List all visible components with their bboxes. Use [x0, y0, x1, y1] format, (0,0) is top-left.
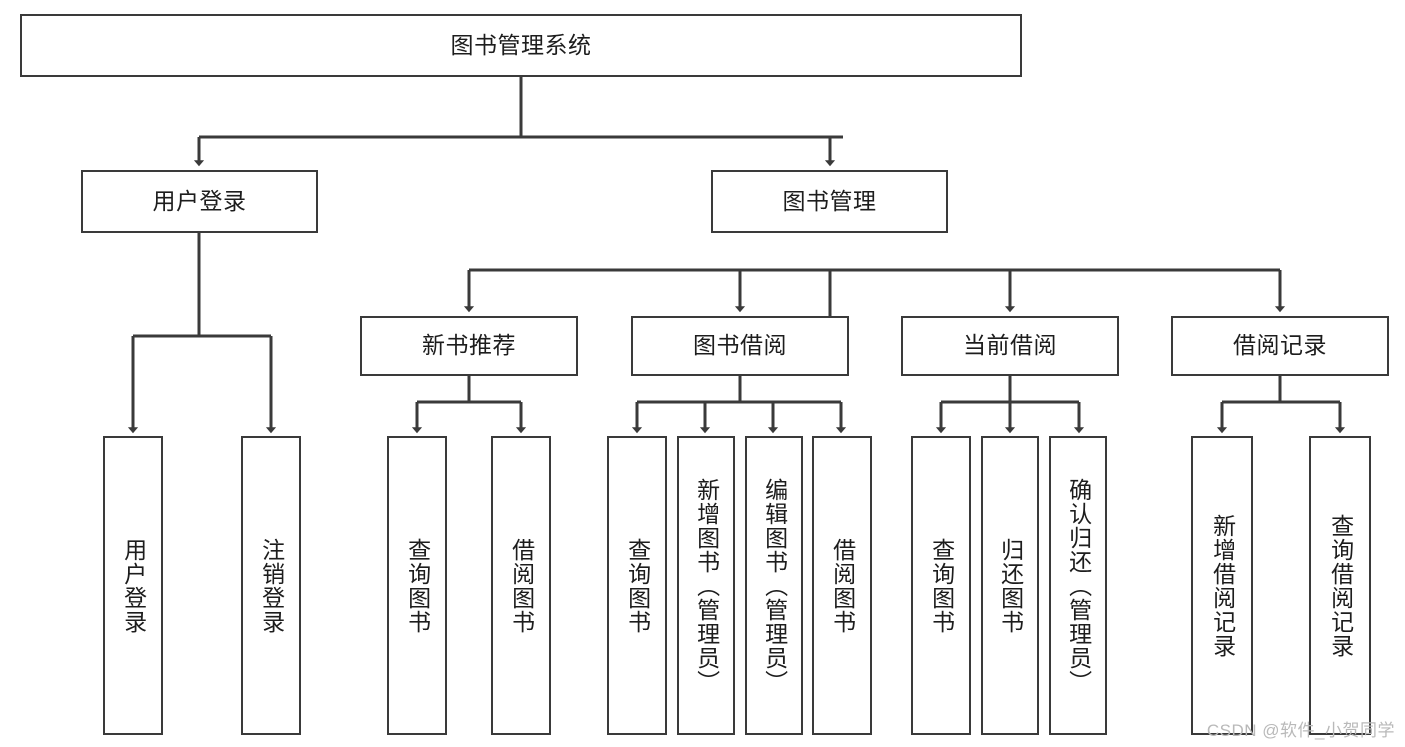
node-current-borrow-label: 当前借阅	[963, 332, 1057, 359]
node-leaf-confirm-return-label: 确认归还（管理员）	[1065, 477, 1092, 694]
node-root[interactable]: 图书管理系统	[20, 14, 1022, 77]
node-current-borrow[interactable]: 当前借阅	[901, 316, 1119, 376]
node-leaf-query-book-1[interactable]: 查询图书	[387, 436, 447, 735]
node-leaf-borrow-book-2-label: 借阅图书	[829, 537, 856, 634]
node-leaf-logout[interactable]: 注销登录	[241, 436, 301, 735]
node-leaf-borrow-book-1[interactable]: 借阅图书	[491, 436, 551, 735]
node-borrow-record[interactable]: 借阅记录	[1171, 316, 1389, 376]
node-leaf-return-book-label: 归还图书	[997, 537, 1024, 634]
node-leaf-logout-label: 注销登录	[258, 537, 285, 634]
node-leaf-borrow-book-1-label: 借阅图书	[508, 537, 535, 634]
node-leaf-user-login-label: 用户登录	[120, 537, 147, 634]
node-leaf-query-record[interactable]: 查询借阅记录	[1309, 436, 1371, 735]
node-new-book-rec[interactable]: 新书推荐	[360, 316, 578, 376]
csdn-watermark: CSDN @软件_小贺同学	[1206, 721, 1395, 740]
node-user-login[interactable]: 用户登录	[81, 170, 318, 233]
node-leaf-edit-book[interactable]: 编辑图书（管理员）	[745, 436, 803, 735]
node-book-manage[interactable]: 图书管理	[711, 170, 948, 233]
node-leaf-query-book-1-label: 查询图书	[404, 537, 431, 634]
node-book-manage-label: 图书管理	[782, 187, 877, 214]
node-leaf-query-book-3-label: 查询图书	[928, 537, 955, 634]
node-borrow-record-label: 借阅记录	[1233, 332, 1327, 359]
node-leaf-edit-book-label: 编辑图书（管理员）	[761, 477, 788, 694]
node-leaf-query-book-2-label: 查询图书	[624, 537, 651, 634]
node-leaf-return-book[interactable]: 归还图书	[981, 436, 1039, 735]
node-leaf-add-book[interactable]: 新增图书（管理员）	[677, 436, 735, 735]
node-leaf-query-book-3[interactable]: 查询图书	[911, 436, 971, 735]
node-book-borrow[interactable]: 图书借阅	[631, 316, 849, 376]
node-leaf-borrow-book-2[interactable]: 借阅图书	[812, 436, 872, 735]
node-root-label: 图书管理系统	[450, 31, 592, 58]
node-leaf-user-login[interactable]: 用户登录	[103, 436, 163, 735]
node-leaf-query-book-2[interactable]: 查询图书	[607, 436, 667, 735]
node-leaf-query-record-label: 查询借阅记录	[1327, 513, 1354, 658]
node-leaf-add-book-label: 新增图书（管理员）	[693, 477, 720, 694]
node-new-book-rec-label: 新书推荐	[422, 332, 516, 359]
node-leaf-add-record[interactable]: 新增借阅记录	[1191, 436, 1253, 735]
node-book-borrow-label: 图书借阅	[693, 332, 787, 359]
node-user-login-label: 用户登录	[152, 187, 247, 214]
node-leaf-confirm-return[interactable]: 确认归还（管理员）	[1049, 436, 1107, 735]
node-leaf-add-record-label: 新增借阅记录	[1209, 513, 1236, 658]
